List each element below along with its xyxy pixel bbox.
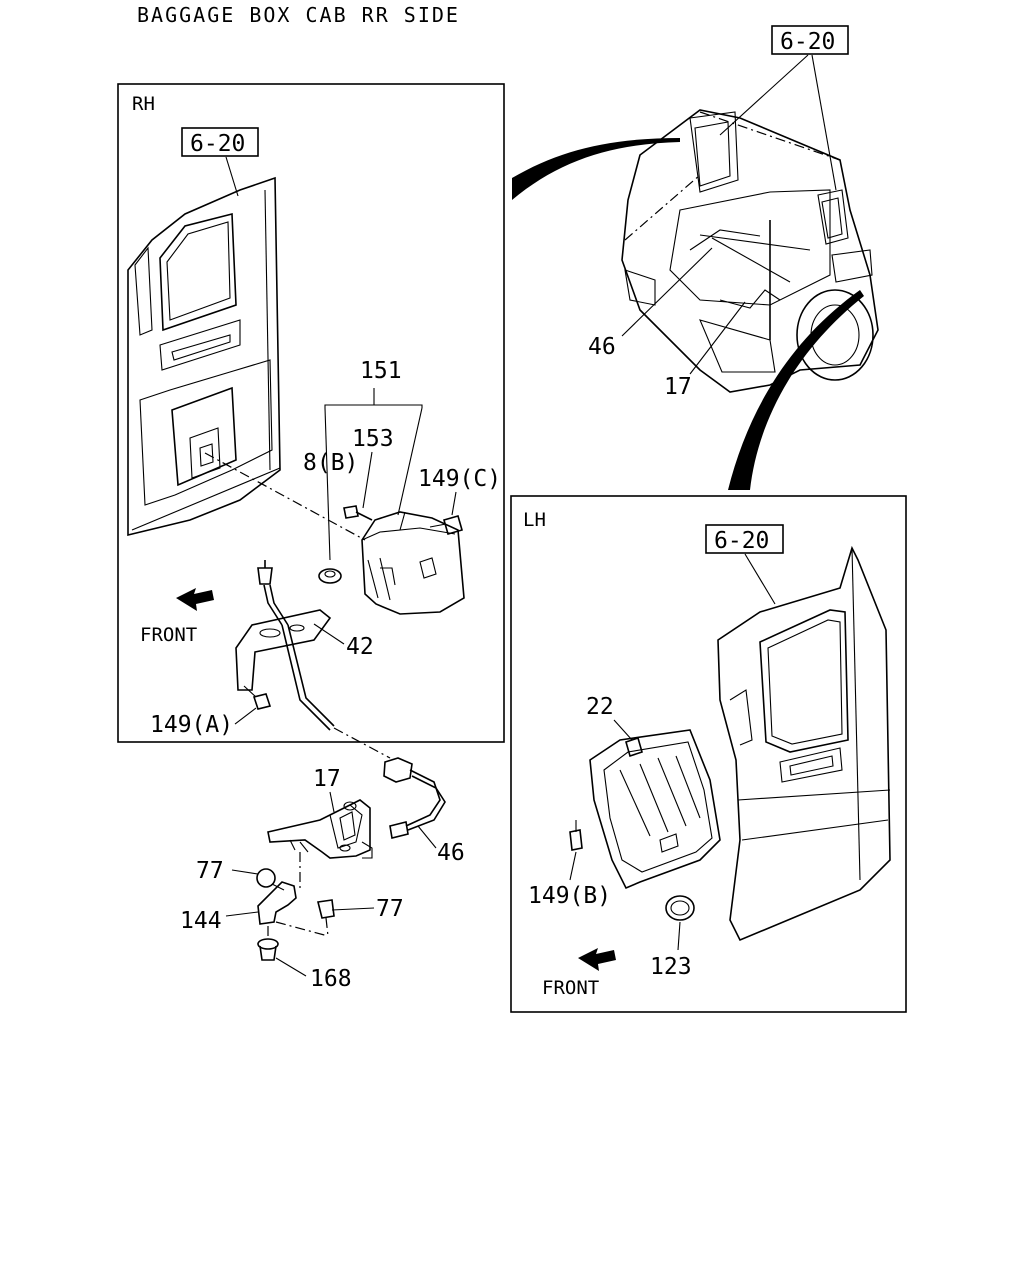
rh-panel-label: RH xyxy=(132,93,155,115)
top-ref-label: 6-20 xyxy=(780,29,835,55)
bolt-153 xyxy=(343,505,373,521)
rh-ref-leader xyxy=(225,156,239,197)
bolt-77-left xyxy=(256,868,285,891)
callout-77-right: 77 xyxy=(376,896,404,922)
lh-ref-label: 6-20 xyxy=(714,528,769,554)
top-ref-box xyxy=(771,25,849,55)
lh-front-label: FRONT xyxy=(542,977,599,999)
rh-side-panel-drawing xyxy=(127,176,281,537)
callout-151: 151 xyxy=(360,358,402,384)
baggage-box-lh xyxy=(589,729,721,890)
callout-8b: 8(B) xyxy=(303,450,358,476)
rh-panel-frame xyxy=(117,83,505,743)
clip-149c xyxy=(429,515,463,535)
striker-144 xyxy=(257,852,329,937)
sweep-arc-upper xyxy=(512,138,680,200)
callout-144: 144 xyxy=(180,908,222,934)
vehicle-rear-view xyxy=(512,109,879,490)
callout-153: 153 xyxy=(352,426,394,452)
clip-149b xyxy=(569,820,583,851)
sweep-arc-lower xyxy=(728,290,864,490)
grommet-123 xyxy=(665,895,695,921)
front-arrow-icon xyxy=(578,948,616,971)
rh-front-arrow xyxy=(176,588,214,611)
callout-149b: 149(B) xyxy=(528,883,611,909)
front-arrow-icon xyxy=(176,588,214,611)
diagram-title: BAGGAGE BOX CAB RR SIDE xyxy=(137,3,460,27)
rh-front-label: FRONT xyxy=(140,624,197,646)
callout-149a: 149(A) xyxy=(150,712,233,738)
baggage-box-rh xyxy=(361,511,465,615)
grommet-8b xyxy=(318,568,342,584)
callout-123: 123 xyxy=(650,954,692,980)
callout-22: 22 xyxy=(586,694,614,720)
rear-wheel xyxy=(796,289,874,381)
callout-17: 17 xyxy=(313,766,341,792)
rod-42 xyxy=(235,560,335,731)
lh-front-arrow xyxy=(578,948,616,971)
rh-ref-label: 6-20 xyxy=(190,131,245,157)
rh-ref-box xyxy=(181,127,259,157)
callout-46: 46 xyxy=(437,840,465,866)
callout-46-top: 46 xyxy=(588,334,616,360)
clip-149a xyxy=(243,685,272,710)
callout-77-left: 77 xyxy=(196,858,224,884)
callout-17-top: 17 xyxy=(664,374,692,400)
callout-168: 168 xyxy=(310,966,352,992)
lh-panel-label: LH xyxy=(523,509,546,531)
lh-panel-frame xyxy=(510,495,907,1013)
rh-panel: RH 6-20 151 153 8(B) xyxy=(117,83,505,743)
bracket-151 xyxy=(324,404,423,408)
collar-168 xyxy=(257,926,279,961)
latch-17 xyxy=(267,799,373,859)
lh-side-panel-drawing xyxy=(717,545,891,942)
lh-ref-box xyxy=(705,524,784,554)
cable-assembly xyxy=(333,727,446,839)
bolt-77-right xyxy=(317,899,335,937)
callout-149c: 149(C) xyxy=(418,466,501,492)
lh-panel: LH 6-20 22 xyxy=(510,495,907,1013)
callout-42: 42 xyxy=(346,634,374,660)
